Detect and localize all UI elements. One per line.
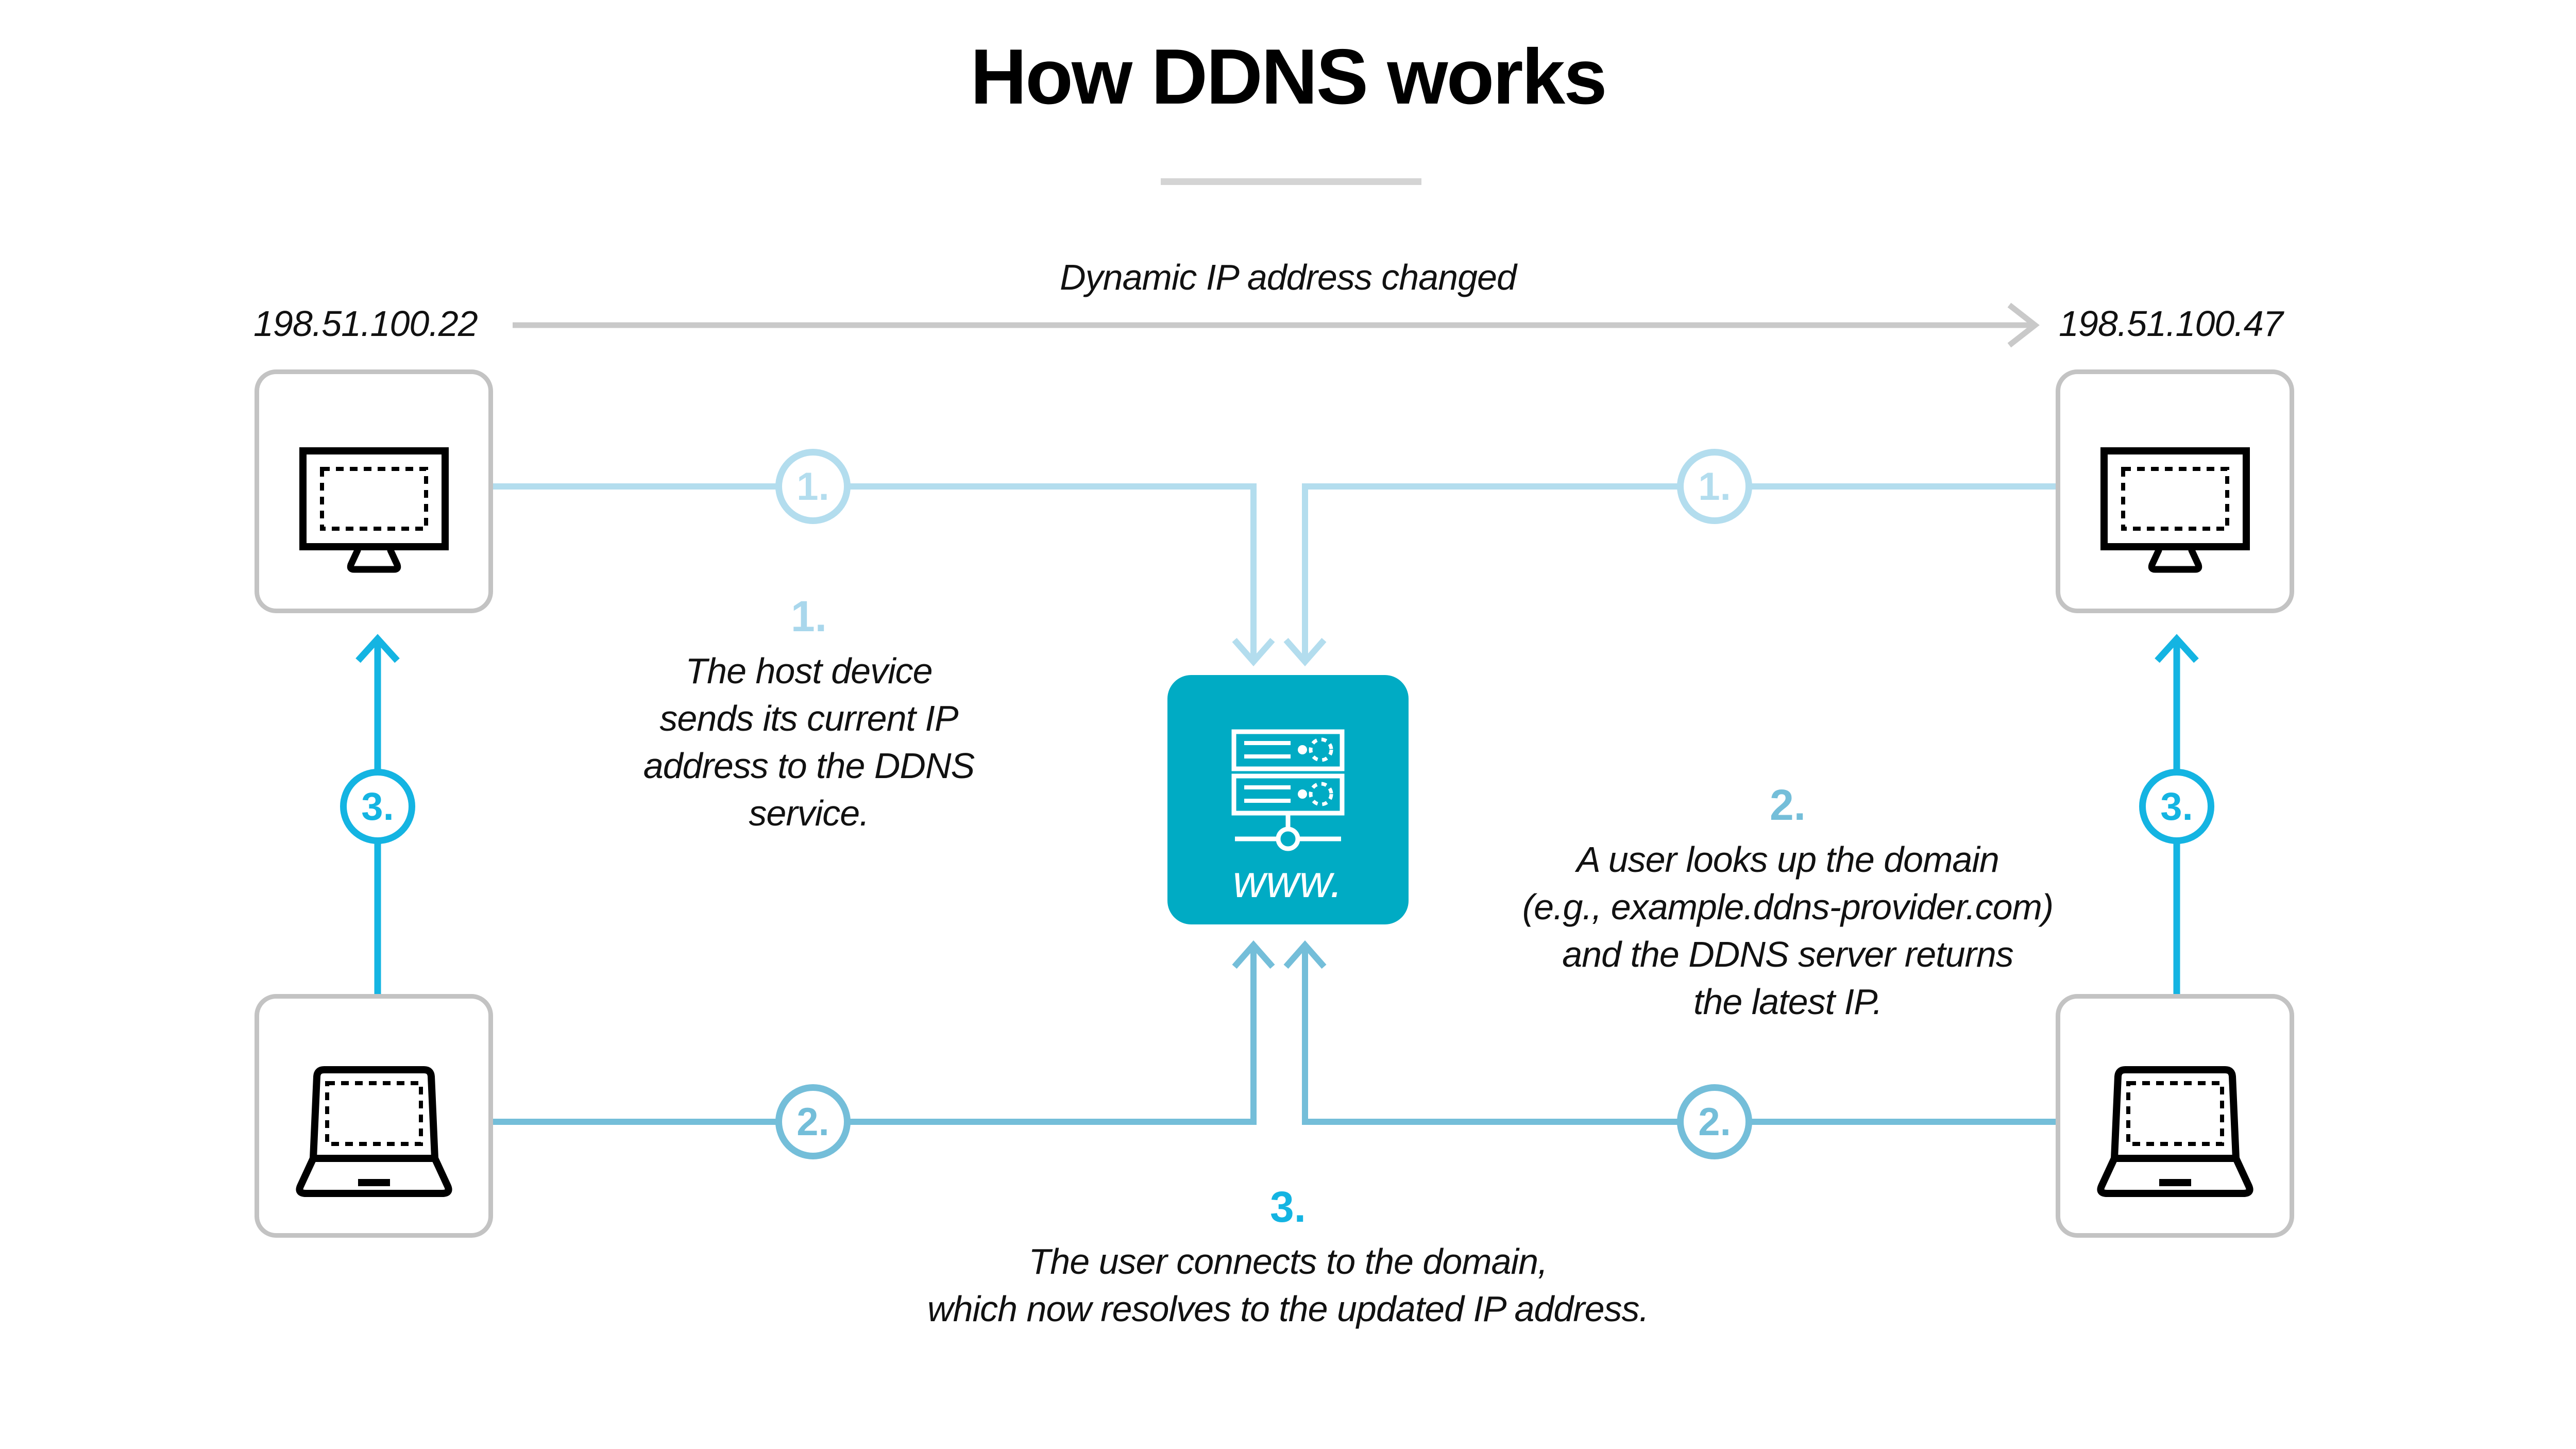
step-2-badge-right: 2. (1677, 1084, 1752, 1159)
step-2-text-line: A user looks up the domain (1577, 839, 1999, 880)
page-title: How DDNS works (970, 33, 1607, 121)
step-1-text-line: address to the DDNS (643, 746, 975, 786)
step-1-text-line: service. (749, 793, 869, 833)
arrow-right-icon (2007, 302, 2040, 348)
title-divider (1161, 178, 1421, 185)
step-1-number: 1. (790, 592, 827, 641)
arrow-up-icon (1232, 940, 1275, 969)
step-3-text-line: The user connects to the domain, (1028, 1241, 1548, 1282)
step-2-text-line: and the DDNS server returns (1562, 934, 2014, 974)
arrow-down-icon (1232, 638, 1275, 667)
step-3-badge-left: 3. (340, 769, 415, 844)
host-device-card-old (255, 369, 493, 613)
step-3-text-line: which now resolves to the updated IP add… (927, 1289, 1649, 1329)
step-1-text-line: sends its current IP (659, 698, 958, 738)
step-1-badge-left: 1. (775, 449, 851, 524)
ip-change-label: Dynamic IP address changed (1060, 257, 1517, 297)
monitor-icon (2100, 447, 2250, 573)
step-3-badge-right: 3. (2139, 769, 2214, 844)
step-1-text-line: The host device (685, 651, 933, 691)
laptop-icon (2096, 1066, 2253, 1197)
step2-lines (493, 940, 2056, 1125)
step-3-number: 3. (1269, 1183, 1307, 1231)
arrow-up-icon (2155, 634, 2199, 663)
ip-address-new: 198.51.100.47 (2059, 304, 2283, 344)
arrow-up-icon (1283, 940, 1327, 969)
step-1-badge-right: 1. (1677, 449, 1752, 524)
step-2-badge-left: 2. (775, 1084, 851, 1159)
arrow-down-icon (1283, 638, 1327, 667)
laptop-icon (295, 1066, 452, 1197)
server-rack-icon (1231, 729, 1345, 851)
step-2-number: 2. (1769, 781, 1806, 829)
step-1-description: 1. The host device sends its current IP … (551, 591, 1066, 837)
step-2-text-line: the latest IP. (1693, 982, 1883, 1022)
host-device-card-new (2056, 369, 2294, 613)
step1-lines (493, 483, 2056, 667)
user-device-card-right (2056, 994, 2294, 1238)
step-2-text-line: (e.g., example.ddns-provider.com) (1522, 887, 2054, 927)
user-device-card-left (255, 994, 493, 1238)
server-www-label: www. (1232, 856, 1344, 907)
step-3-description: 3. The user connects to the domain, whic… (721, 1181, 1855, 1333)
step-2-description: 2. A user looks up the domain (e.g., exa… (1376, 779, 2200, 1025)
ip-address-old: 198.51.100.22 (253, 304, 478, 344)
monitor-icon (299, 447, 449, 573)
arrow-up-icon (355, 634, 400, 663)
ddns-server-card: www. (1167, 675, 1409, 924)
ip-change-arrow-line (513, 302, 2040, 348)
